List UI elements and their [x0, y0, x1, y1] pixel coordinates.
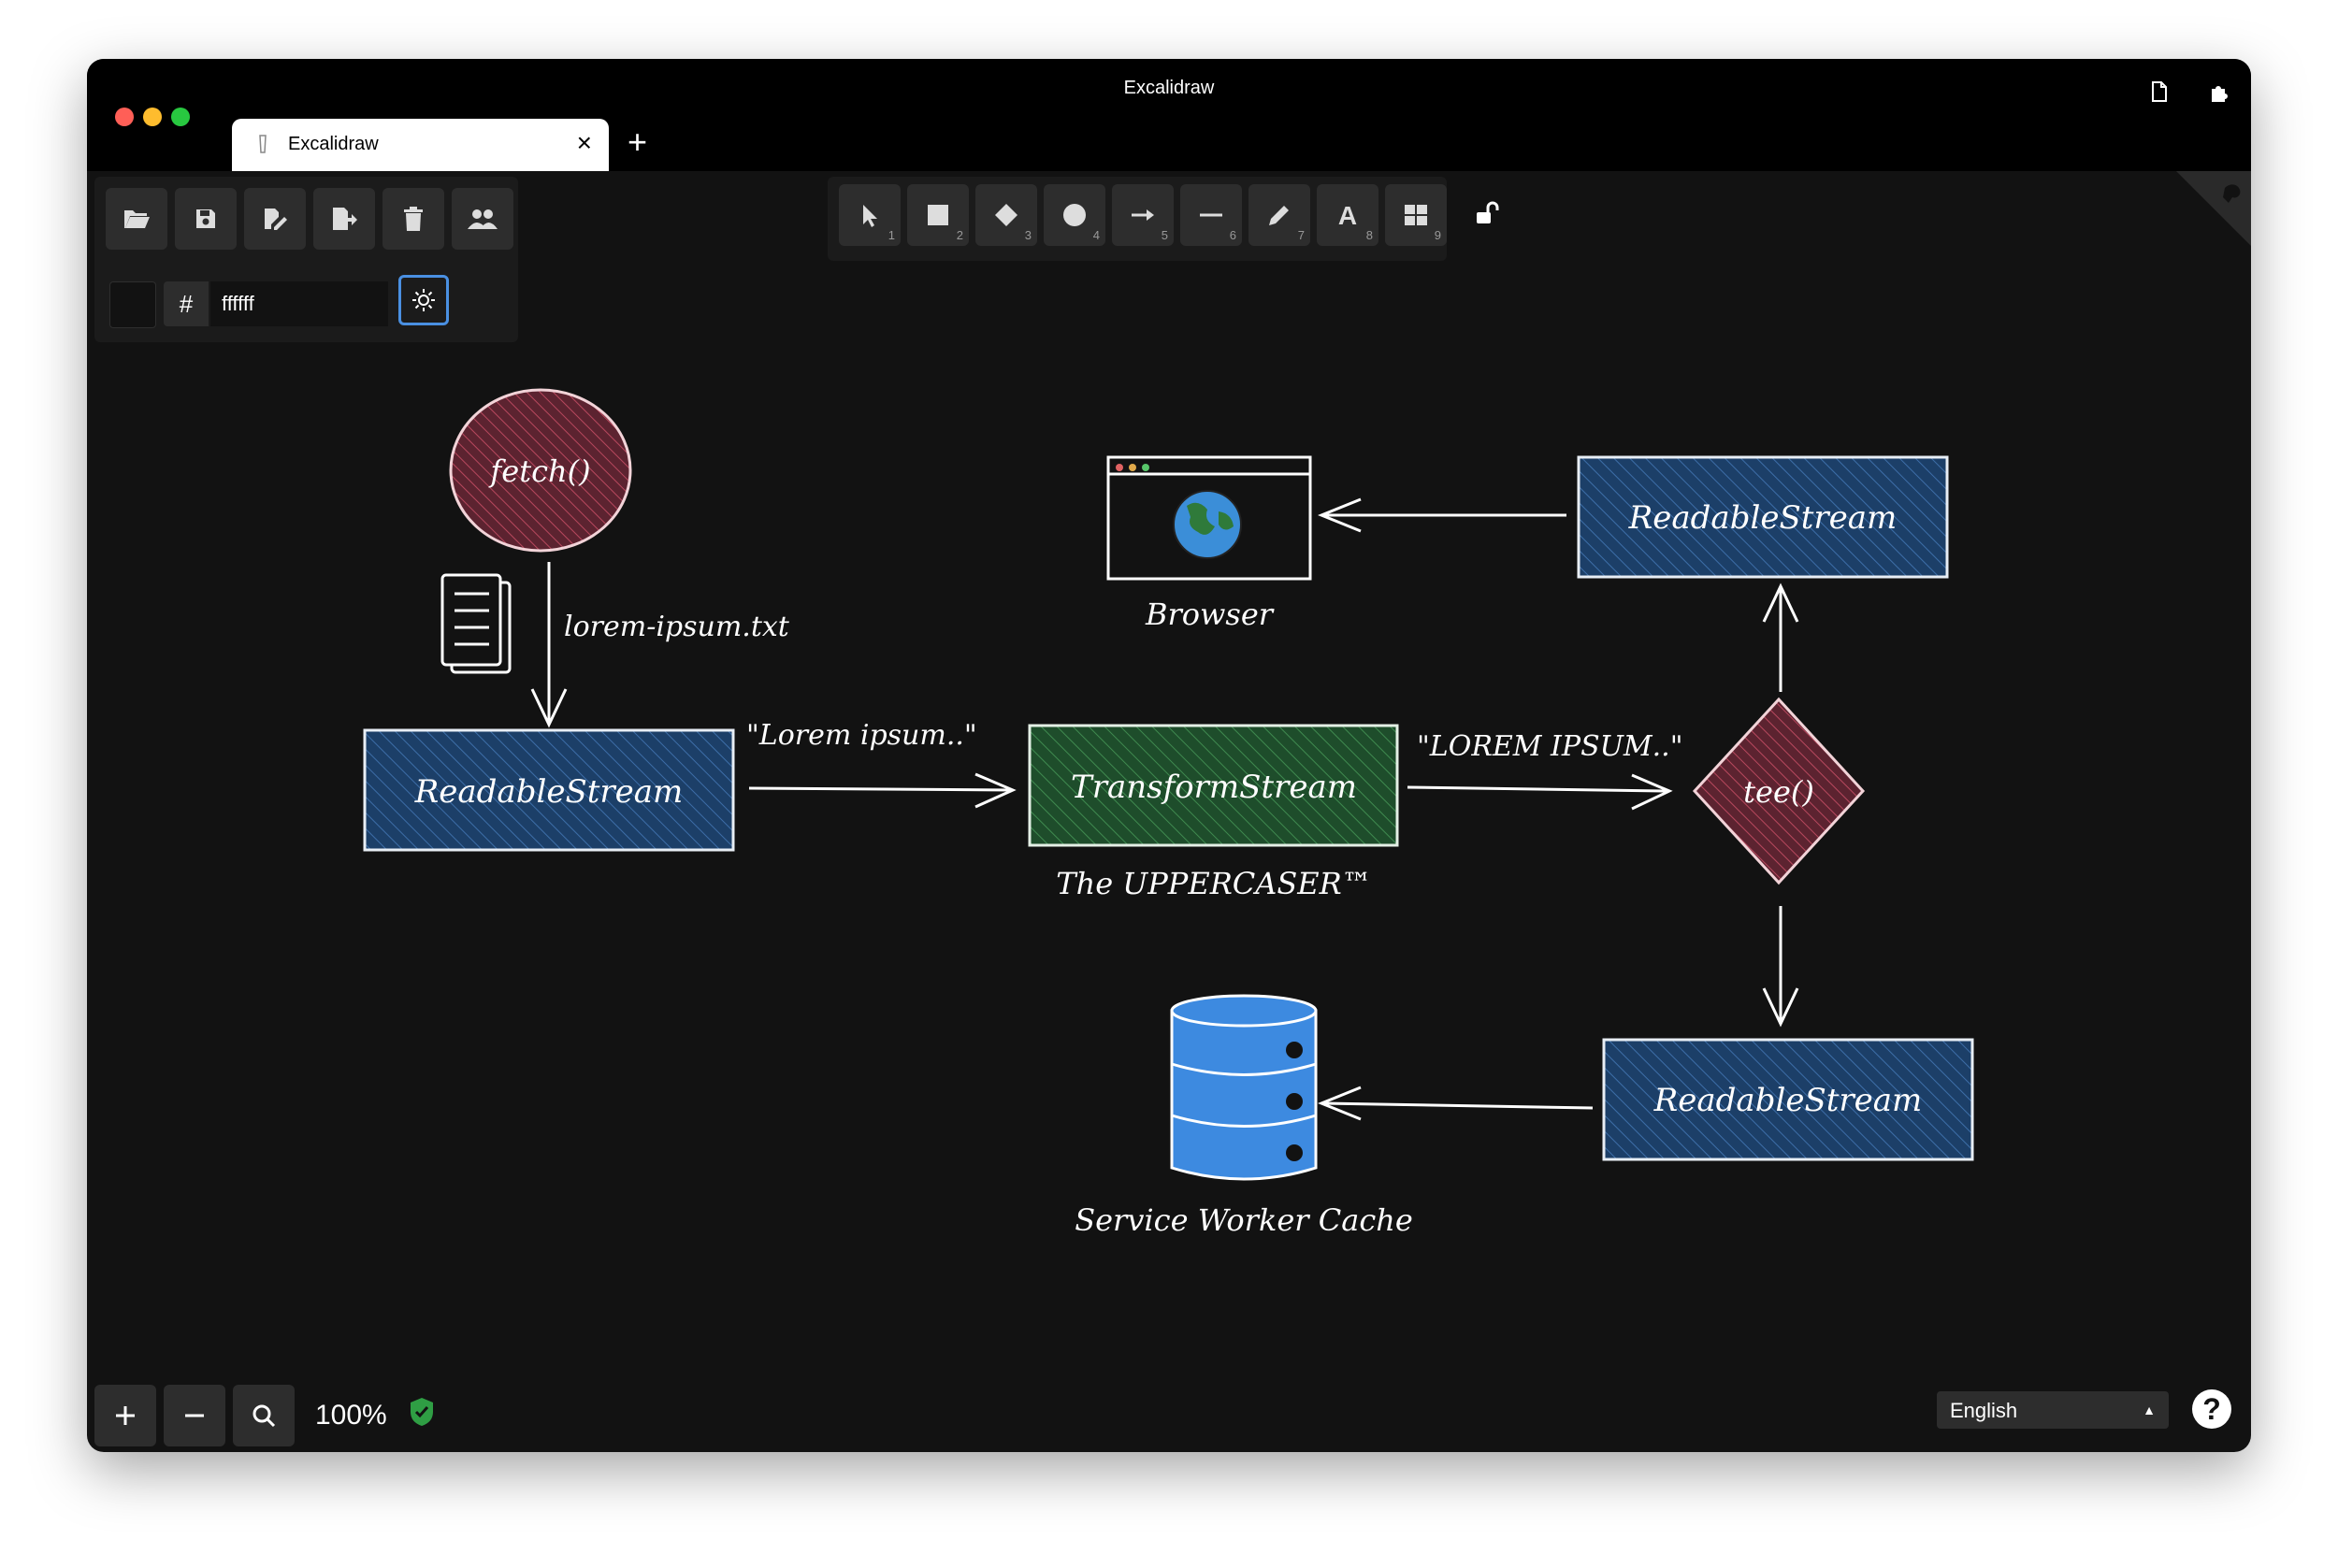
- zoom-reset-icon: [253, 1404, 276, 1428]
- uppercaser-label: The UPPERCASER™: [1056, 866, 1372, 901]
- document-icon[interactable]: [2144, 78, 2172, 106]
- tool-shortcut: 5: [1161, 228, 1168, 242]
- collaborators-icon: [468, 209, 498, 229]
- tool-line[interactable]: 6: [1180, 184, 1242, 246]
- zoom-level: 100%: [315, 1400, 387, 1431]
- transform-stream[interactable]: [1028, 724, 1399, 847]
- excalidraw-favicon-icon: [259, 135, 267, 153]
- tool-shortcut: 4: [1092, 228, 1100, 242]
- readable-stream-2[interactable]: [1577, 455, 1949, 579]
- rectangle-icon: [928, 205, 948, 225]
- sun-icon: [412, 289, 435, 311]
- tool-library[interactable]: 9: [1385, 184, 1447, 246]
- encryption-shield-icon[interactable]: [408, 1396, 436, 1428]
- text-icon: A: [1338, 202, 1357, 228]
- browser-window-icon: [1106, 455, 1312, 581]
- pencil-icon: [1269, 206, 1289, 225]
- canvas-color-input[interactable]: [210, 281, 388, 326]
- readable-stream-3[interactable]: [1602, 1038, 1974, 1161]
- tool-ellipse[interactable]: 4: [1044, 184, 1105, 246]
- language-select[interactable]: English ▲: [1937, 1391, 2169, 1429]
- export-edit-button[interactable]: [244, 188, 306, 250]
- tee-node[interactable]: [1692, 697, 1866, 885]
- readable-stream-1[interactable]: [363, 728, 735, 852]
- library-icon: [1405, 205, 1427, 225]
- save-icon: [196, 209, 215, 228]
- tool-arrow[interactable]: 5: [1112, 184, 1174, 246]
- diamond-icon: [995, 204, 1017, 226]
- database-icon: [1170, 994, 1318, 1181]
- tool-diamond[interactable]: 3: [975, 184, 1037, 246]
- readable-stream-1-label: ReadableStream: [414, 773, 684, 811]
- help-button[interactable]: ?: [2192, 1389, 2231, 1429]
- unlock-icon[interactable]: [1474, 199, 1502, 227]
- tool-rectangle[interactable]: 2: [907, 184, 969, 246]
- shapes-toolbar: 1 2 3 4 5 6 7 A 8: [828, 177, 1447, 261]
- export-edit-icon: [265, 209, 287, 230]
- app-window: Excalidraw Excalidraw × +: [87, 59, 2251, 1452]
- pointer-icon: [863, 205, 877, 227]
- fetch-node[interactable]: [449, 388, 632, 553]
- minimize-window-button[interactable]: [143, 108, 162, 126]
- zoom-out-button[interactable]: [164, 1385, 225, 1446]
- export-file-icon: [333, 208, 357, 230]
- transform-stream-label: TransformStream: [1071, 769, 1357, 806]
- reset-zoom-button[interactable]: [233, 1385, 295, 1446]
- language-value: English: [1950, 1399, 2018, 1422]
- readable-stream-2-label: ReadableStream: [1628, 499, 1898, 537]
- plus-icon: [116, 1406, 135, 1425]
- ellipse-icon: [1063, 204, 1086, 226]
- extensions-icon[interactable]: [2206, 78, 2234, 106]
- hash-label: #: [164, 281, 209, 326]
- arrow-icon: [1132, 209, 1154, 221]
- tool-shortcut: 9: [1434, 228, 1441, 242]
- cache-label: Service Worker Cache: [1075, 1202, 1413, 1238]
- text-file-icon: [440, 573, 512, 674]
- tool-shortcut: 6: [1229, 228, 1236, 242]
- github-corner-icon[interactable]: [2176, 171, 2251, 246]
- tool-draw[interactable]: 7: [1248, 184, 1310, 246]
- line-icon: [1200, 213, 1222, 217]
- save-button[interactable]: [175, 188, 237, 250]
- new-tab-button[interactable]: +: [628, 122, 648, 161]
- title-bar: Excalidraw Excalidraw × +: [87, 59, 2251, 171]
- tee-label: tee(): [1743, 774, 1814, 810]
- canvas-actions-panel: #: [94, 177, 518, 342]
- tool-text[interactable]: A 8: [1317, 184, 1378, 246]
- minus-icon: [185, 1414, 204, 1417]
- browser-label: Browser: [1145, 597, 1275, 632]
- lorem-upper-label: "LOREM IPSUM..": [1417, 730, 1683, 763]
- canvas-color-swatch[interactable]: [109, 281, 156, 328]
- tool-shortcut: 8: [1365, 228, 1373, 242]
- browser-tab[interactable]: Excalidraw ×: [232, 119, 609, 171]
- zoom-in-button[interactable]: [94, 1385, 156, 1446]
- fetch-label: fetch(): [488, 453, 590, 489]
- tool-shortcut: 7: [1297, 228, 1305, 242]
- file-label: lorem-ipsum.txt: [564, 611, 790, 643]
- readable-stream-3-label: ReadableStream: [1653, 1082, 1923, 1119]
- open-button[interactable]: [106, 188, 167, 250]
- export-image-button[interactable]: [313, 188, 375, 250]
- tool-shortcut: 2: [956, 228, 963, 242]
- svg-text:A: A: [1338, 202, 1357, 228]
- tool-select[interactable]: 1: [839, 184, 901, 246]
- tool-shortcut: 3: [1024, 228, 1032, 242]
- clear-canvas-button[interactable]: [382, 188, 444, 250]
- maximize-window-button[interactable]: [171, 108, 190, 126]
- open-folder-icon: [124, 210, 150, 228]
- caret-up-icon: ▲: [2143, 1403, 2156, 1417]
- window-title: Excalidraw: [1123, 78, 1215, 98]
- lorem-label: "Lorem ipsum..": [746, 719, 977, 752]
- theme-toggle-button[interactable]: [398, 275, 449, 325]
- tab-close-button[interactable]: ×: [576, 128, 592, 157]
- drawing-canvas[interactable]: fetch() lorem-ipsum.txt ReadableStream "…: [87, 59, 2251, 1452]
- tool-shortcut: 1: [888, 228, 895, 242]
- close-window-button[interactable]: [115, 108, 134, 126]
- trash-icon: [404, 207, 423, 231]
- collaborate-button[interactable]: [452, 188, 513, 250]
- tab-label: Excalidraw: [288, 134, 379, 154]
